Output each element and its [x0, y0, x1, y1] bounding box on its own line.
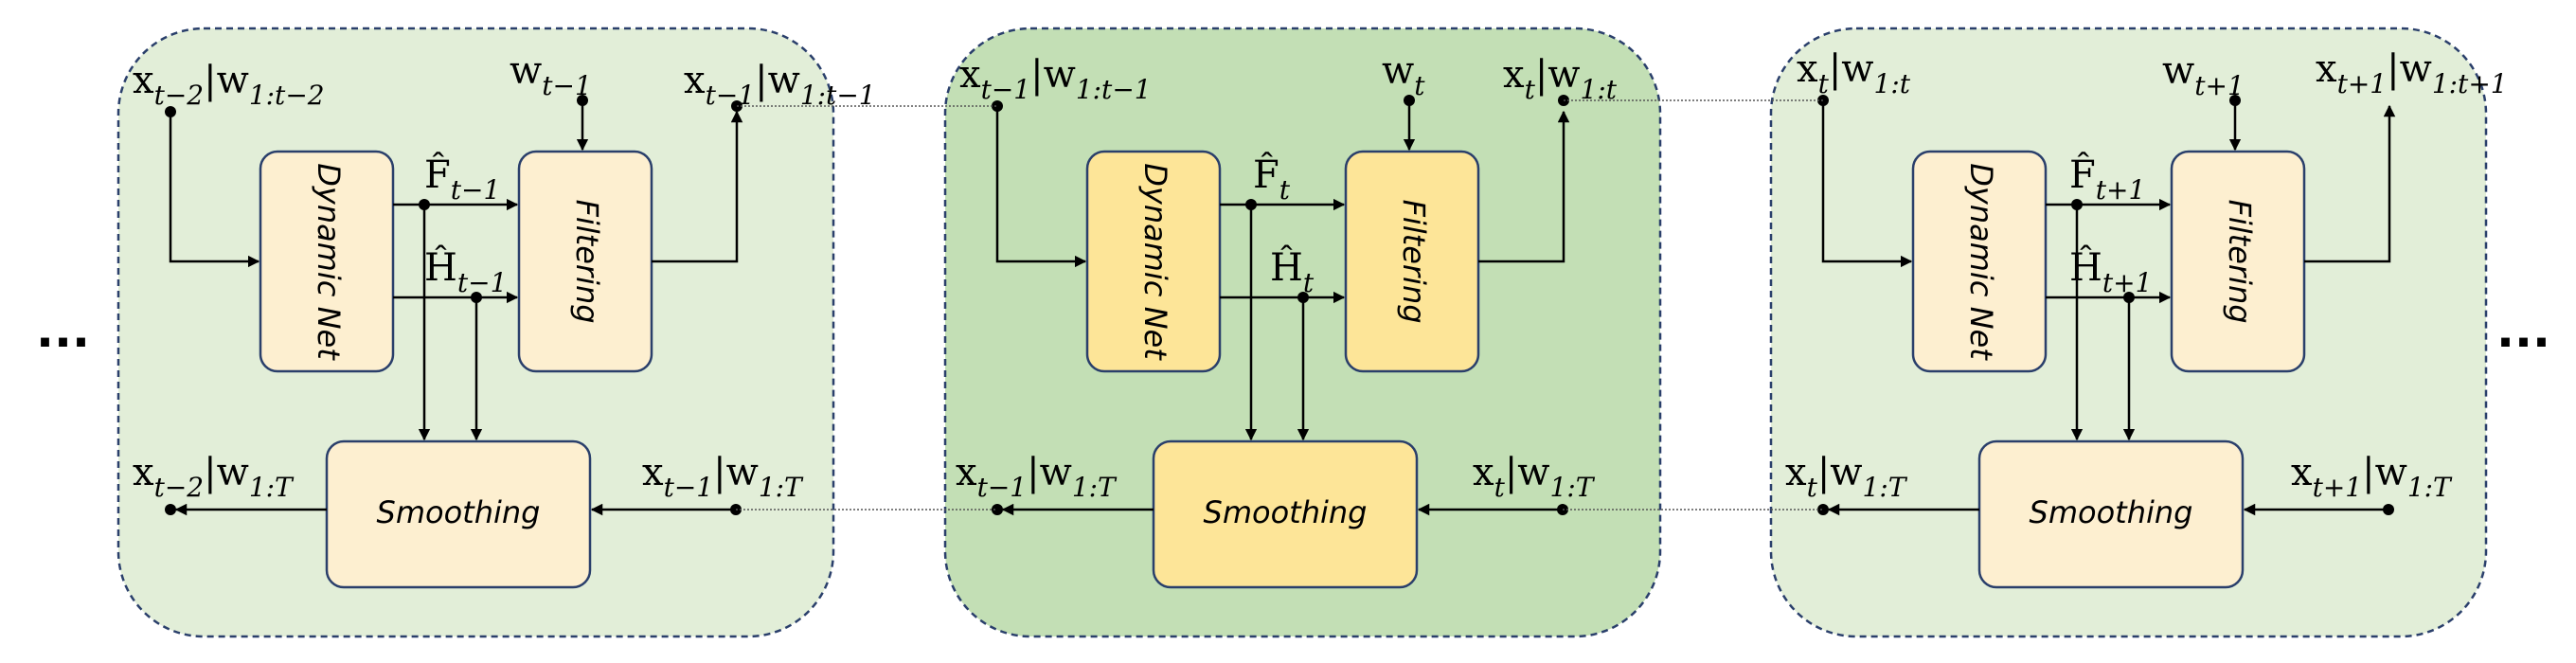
- smoothing-box: [325, 439, 592, 589]
- filter-input-dot: [992, 100, 1003, 112]
- observation-dot: [2229, 95, 2241, 106]
- smoothing-box: [1152, 439, 1419, 589]
- filter-output-arrow: [2304, 104, 2396, 263]
- left-ellipsis: ...: [36, 303, 90, 358]
- observation-dot: [1404, 95, 1415, 106]
- filtering-label: Filtering: [569, 199, 605, 323]
- right-ellipsis: ...: [2496, 303, 2550, 358]
- dynamic-net-label: Dynamic Net: [1137, 163, 1173, 361]
- filter-input-arrow: [1821, 100, 1913, 268]
- dynamic-net-box: [1085, 150, 1222, 373]
- smooth-output-label: xt−1|w1:T: [956, 451, 1118, 503]
- filter-input-dot: [165, 106, 176, 117]
- H-label: Ĥt: [1270, 245, 1315, 298]
- time-step-panel-3: Dynamic Net Filtering Smoothing xt|w1:t …: [1769, 27, 2508, 638]
- filtering-label: Filtering: [2222, 199, 2258, 323]
- filter-input-arrow: [995, 106, 1087, 268]
- smoothing-label: Smoothing: [377, 494, 541, 530]
- smooth-output-dot: [1817, 504, 1829, 515]
- filter-output-arrow: [1478, 110, 1570, 263]
- F-label: F̂t+1: [2069, 153, 2145, 206]
- smooth-input-label: xt|w1:T: [1473, 451, 1596, 503]
- filter-output-arrow: [652, 110, 743, 263]
- time-step-panel-2: Dynamic Net Filtering Smoothing xt−1|w1:…: [943, 27, 1662, 638]
- smooth-input-label: xt−1|w1:T: [642, 451, 804, 503]
- smooth-output-dot: [165, 504, 176, 515]
- observation-dot: [577, 95, 588, 106]
- filter-input-label: xt−2|w1:t−2: [133, 59, 325, 111]
- filter-input-label: xt−1|w1:t−1: [959, 53, 1152, 105]
- smooth-output-label: xt|w1:T: [1785, 451, 1908, 503]
- smoothing-box: [1977, 439, 2245, 589]
- observation-label: wt+1: [2162, 49, 2245, 101]
- H-label: Ĥt−1: [424, 245, 507, 298]
- time-step-panel-1: Dynamic Net Filtering Smoothing xt−2|w1:…: [116, 27, 876, 638]
- observation-label: wt−1: [510, 49, 592, 101]
- dynamic-net-label: Dynamic Net: [311, 163, 347, 361]
- smoothing-label: Smoothing: [1204, 494, 1368, 530]
- dynamic-net-box: [1911, 150, 2048, 373]
- observation-label: wt: [1382, 49, 1425, 101]
- filter-input-label: xt|w1:t: [1797, 47, 1911, 99]
- smooth-input-label: xt+1|w1:T: [2291, 451, 2453, 503]
- filtering-label: Filtering: [1396, 199, 1432, 323]
- H-label: Ĥt+1: [2069, 245, 2152, 298]
- smooth-output-dot: [992, 504, 1003, 515]
- F-label: F̂t: [1253, 153, 1291, 206]
- smooth-input-dot: [2383, 504, 2394, 515]
- dynamic-net-label: Dynamic Net: [1963, 163, 1999, 361]
- dynamic-net-box: [259, 150, 395, 373]
- F-label: F̂t−1: [424, 153, 500, 206]
- smooth-output-label: xt−2|w1:T: [133, 451, 295, 503]
- smoothing-label: Smoothing: [2030, 494, 2193, 530]
- filter-output-label: xt+1|w1:t+1: [2316, 47, 2508, 99]
- filter-input-arrow: [169, 112, 260, 268]
